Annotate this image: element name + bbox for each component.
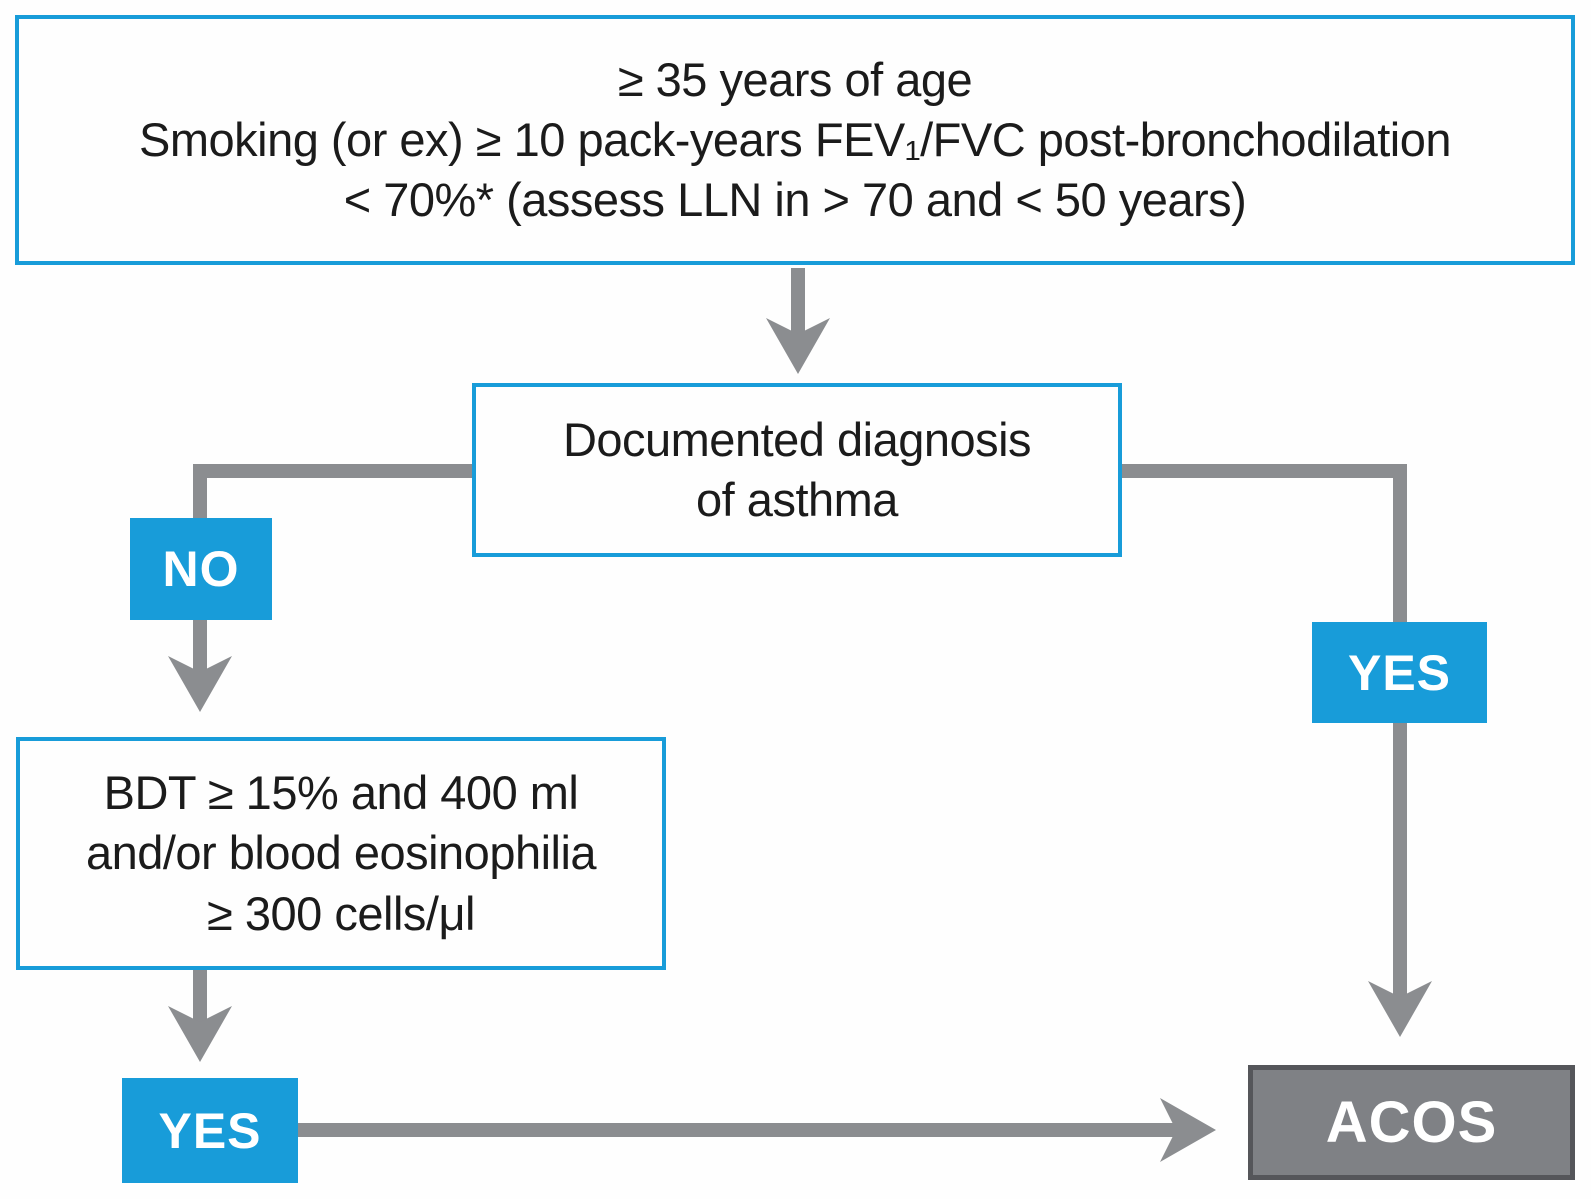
asthma-line-2: of asthma [696, 473, 898, 526]
connector-asthma-to-yes [1122, 464, 1407, 624]
arrow-no-to-bdt [168, 618, 232, 712]
asthma-diagnosis-box: Documented diagnosis of asthma [472, 383, 1122, 557]
bdt-line-2: and/or blood eosinophilia [85, 826, 597, 880]
criteria-line-1: ≥ 35 years of age [617, 52, 973, 106]
bdt-line-1: BDT ≥ 15% and 400 ml [103, 766, 579, 820]
no-label: NO [130, 518, 272, 620]
asthma-line-1: Documented diagnosis [562, 412, 1032, 466]
yes-label-bdt: YES [122, 1078, 298, 1183]
connector-asthma-to-no [193, 464, 474, 540]
arrow-criteria-to-asthma [766, 268, 830, 374]
yes-label-asthma: YES [1312, 622, 1487, 723]
bdt-line-3: ≥ 300 cells/μl [207, 886, 475, 940]
criteria-line-2: Smoking (or ex) ≥ 10 pack-years FEV₁/FVC… [138, 112, 1452, 166]
criteria-box: ≥ 35 years of age Smoking (or ex) ≥ 10 p… [15, 15, 1575, 265]
bdt-box: BDT ≥ 15% and 400 ml and/or blood eosino… [16, 737, 666, 970]
arrow-bdt-to-yes [168, 968, 232, 1062]
arrow-yes-to-acos [296, 1098, 1216, 1162]
arrow-yes-right-to-acos [1368, 721, 1432, 1037]
criteria-line-3: < 70%* (assess LLN in > 70 and < 50 year… [343, 173, 1247, 227]
acos-box: ACOS [1248, 1065, 1575, 1180]
